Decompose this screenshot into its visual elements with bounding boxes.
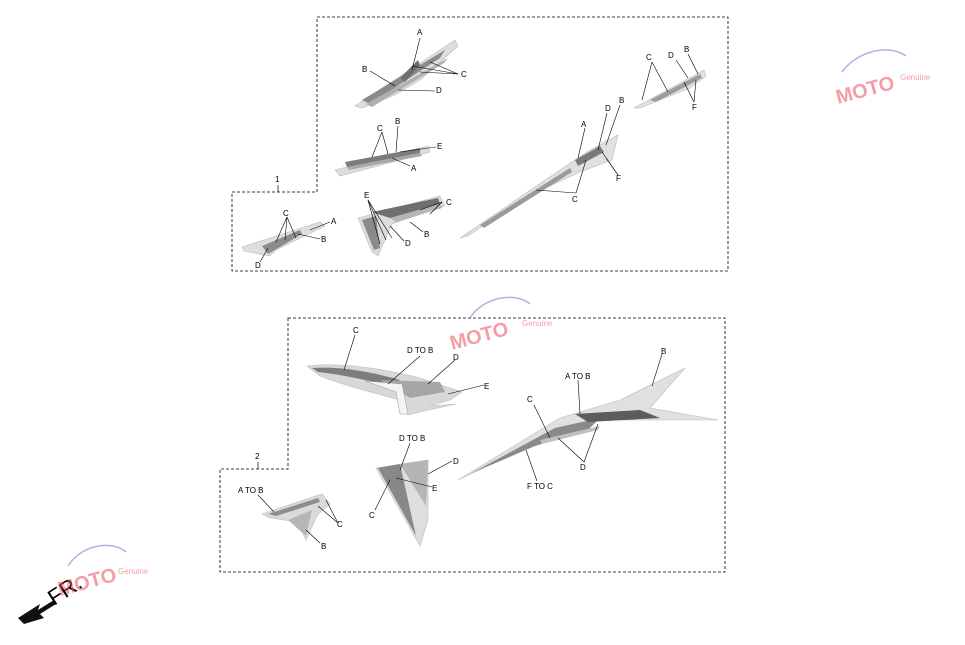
label-q3-atob: A TO B bbox=[565, 372, 591, 381]
q4-callouts bbox=[257, 494, 339, 544]
label-q3-c: C bbox=[527, 395, 533, 404]
label-q2-e: E bbox=[432, 484, 437, 493]
q1-callouts bbox=[343, 334, 485, 395]
label-p6-c: C bbox=[646, 53, 652, 62]
label-q4-b: B bbox=[321, 542, 326, 551]
label-p1-d: D bbox=[436, 86, 442, 95]
part-1-callouts bbox=[369, 37, 459, 92]
label-p5-c: C bbox=[572, 195, 578, 204]
label-p3-c: C bbox=[283, 209, 289, 218]
label-p4-b: B bbox=[424, 230, 429, 239]
decal-part-q1[interactable] bbox=[306, 364, 463, 416]
label-q4-c: C bbox=[337, 520, 343, 529]
svg-text:Genuine: Genuine bbox=[900, 73, 931, 82]
part-3-callouts bbox=[259, 216, 331, 263]
decal-part-q2[interactable] bbox=[375, 459, 429, 547]
label-p5-b: B bbox=[619, 96, 624, 105]
label-p1-b: B bbox=[362, 65, 367, 74]
label-q3-d: D bbox=[580, 463, 586, 472]
label-p1-c: C bbox=[461, 70, 467, 79]
label-p4-d: D bbox=[405, 239, 411, 248]
label-p6-b: B bbox=[684, 45, 689, 54]
label-q1-dtob: D TO B bbox=[407, 346, 433, 355]
decal-part-3[interactable] bbox=[241, 221, 326, 257]
svg-text:Genuine: Genuine bbox=[522, 319, 553, 328]
svg-text:MOTO: MOTO bbox=[56, 564, 119, 601]
label-p4-e: E bbox=[364, 191, 369, 200]
label-p5-d: D bbox=[605, 104, 611, 113]
decal-part-4[interactable] bbox=[357, 195, 446, 257]
label-q2-d: D bbox=[453, 457, 459, 466]
part-4-callouts bbox=[367, 199, 443, 245]
label-q2-c: C bbox=[369, 511, 375, 520]
label-q1-d: D bbox=[453, 353, 459, 362]
q3-callouts bbox=[525, 353, 663, 482]
label-p2-e: E bbox=[437, 142, 442, 151]
decal-part-2[interactable] bbox=[334, 145, 431, 177]
label-p3-b: B bbox=[321, 235, 326, 244]
label-q3-ftoc: F TO C bbox=[527, 482, 553, 491]
label-p2-b: B bbox=[395, 117, 400, 126]
label-q3-b: B bbox=[661, 347, 666, 356]
decal-part-6[interactable] bbox=[633, 69, 707, 109]
svg-text:Genuine: Genuine bbox=[118, 567, 149, 576]
watermark-logo-2: MOTO Genuine bbox=[448, 296, 553, 355]
q2-callouts bbox=[374, 442, 453, 511]
watermark-logo-1: MOTO Genuine bbox=[834, 49, 931, 109]
label-p3-d: D bbox=[255, 261, 261, 270]
label-p5-a: A bbox=[581, 120, 587, 129]
label-p1-a: A bbox=[417, 28, 423, 37]
part-2-callouts bbox=[371, 125, 437, 167]
svg-text:MOTO: MOTO bbox=[834, 72, 897, 109]
label-p4-c: C bbox=[446, 198, 452, 207]
label-p5-f: F bbox=[616, 174, 621, 183]
label-q4-atob: A TO B bbox=[238, 486, 264, 495]
group-2-number: 2 bbox=[255, 452, 260, 461]
part-6-callouts bbox=[641, 53, 699, 103]
label-q1-e: E bbox=[484, 382, 489, 391]
label-p2-c: C bbox=[377, 124, 383, 133]
group-2-frame bbox=[219, 317, 726, 573]
label-q2-dtob: D TO B bbox=[399, 434, 425, 443]
group-1-frame bbox=[231, 16, 729, 272]
label-p6-f: F bbox=[692, 103, 697, 112]
label-p6-d: D bbox=[668, 51, 674, 60]
label-p3-a: A bbox=[331, 217, 337, 226]
decal-part-q3[interactable] bbox=[457, 367, 719, 481]
part-5-callouts bbox=[535, 104, 621, 194]
svg-text:MOTO: MOTO bbox=[448, 318, 511, 355]
decal-part-1[interactable] bbox=[354, 39, 459, 109]
group-1-number: 1 bbox=[275, 175, 280, 184]
decal-part-q4[interactable] bbox=[261, 493, 331, 541]
label-p2-a: A bbox=[411, 164, 417, 173]
label-q1-c: C bbox=[353, 326, 359, 335]
decal-part-5[interactable] bbox=[459, 134, 619, 239]
